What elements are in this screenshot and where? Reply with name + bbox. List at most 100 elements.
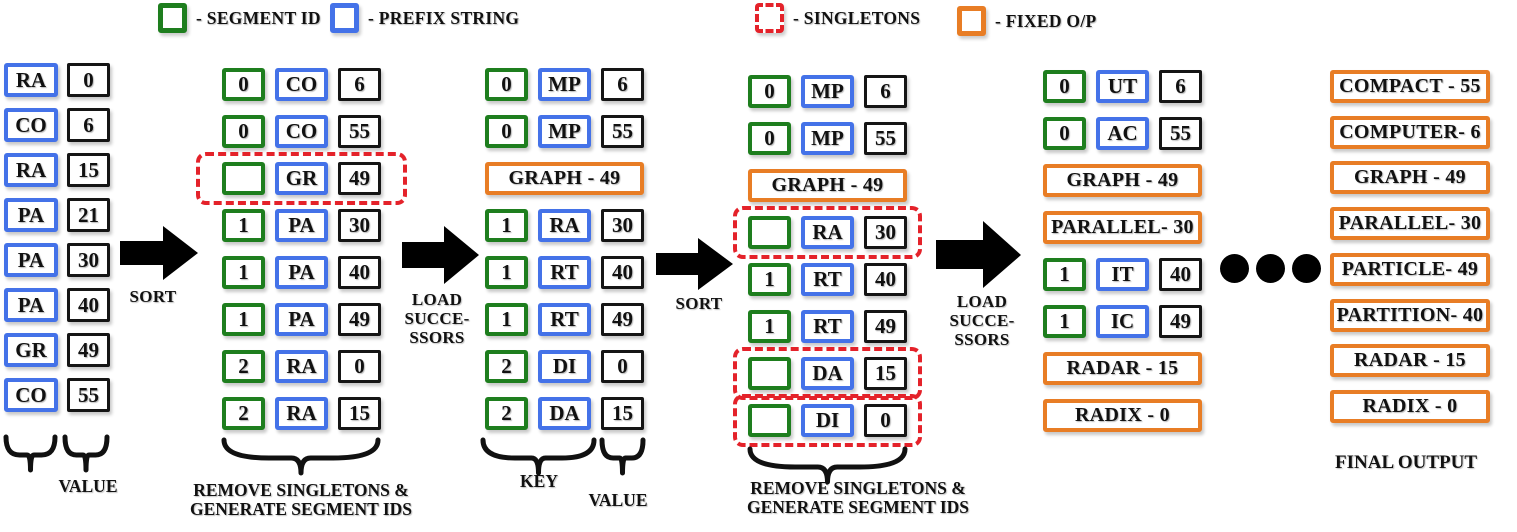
- fixed-output-box: GRAPH - 49: [485, 162, 644, 195]
- segment-id-box: 0: [222, 115, 265, 148]
- prefix-string-box: CO: [275, 68, 328, 101]
- singleton-box: [733, 347, 922, 400]
- prefix-string-box: GR: [4, 333, 58, 367]
- legend-item-prefix-string: - PREFIX STRING: [330, 3, 519, 33]
- value-box: 55: [1159, 117, 1202, 150]
- value-box: 0: [67, 63, 110, 97]
- fixed-output-box: GRAPH - 49: [1043, 164, 1202, 197]
- value-box: 49: [864, 310, 907, 343]
- prefix-string-box: PA: [4, 243, 58, 277]
- brace-icon: [221, 437, 381, 476]
- caption-final-output: FINAL OUTPUT: [1335, 452, 1477, 473]
- prefix-string-box: PA: [4, 198, 58, 232]
- value-box: 55: [864, 122, 907, 155]
- fixed-output-box: PARALLEL- 30: [1330, 207, 1490, 240]
- ellipsis-dot-icon: [1220, 254, 1249, 283]
- segment-id-box: [222, 162, 265, 195]
- fixed-output-box: COMPACT - 55: [1330, 70, 1490, 103]
- fixed-output-box: RADAR - 15: [1330, 344, 1490, 377]
- segment-id-box: 1: [485, 303, 528, 336]
- segment-id-box: 1: [1043, 305, 1086, 338]
- value-box: 15: [338, 397, 381, 430]
- value-box: 40: [338, 256, 381, 289]
- prefix-string-box: DI: [801, 404, 854, 437]
- value-box: 6: [601, 68, 644, 101]
- segment-id-box: 1: [748, 263, 791, 296]
- arrow-label-line: SORT: [675, 294, 723, 313]
- prefix-string-box: UT: [1096, 70, 1149, 103]
- fixed-output-box: GRAPH - 49: [748, 169, 907, 202]
- caption-line: GENERATE SEGMENT IDS: [746, 497, 970, 517]
- prefix-string-box: MP: [801, 75, 854, 108]
- prefix-string-box: PA: [275, 256, 328, 289]
- fixed-output-box: PARALLEL- 30: [1043, 211, 1202, 244]
- value-box: 40: [1159, 258, 1202, 291]
- prefix-string-box: AC: [1096, 117, 1149, 150]
- segment-id-box: 2: [485, 397, 528, 430]
- arrow-label-line: SSORS: [409, 328, 465, 347]
- prefix-string-swatch-icon: [330, 3, 359, 33]
- segment-id-box: [748, 357, 791, 390]
- legend-item-segment-id: - SEGMENT ID: [158, 3, 321, 33]
- value-box: 55: [67, 378, 110, 412]
- prefix-string-box: RT: [801, 310, 854, 343]
- segment-id-box: 0: [748, 122, 791, 155]
- caption-stage4: REMOVE SINGLETONS & GENERATE SEGMENT IDS: [747, 479, 969, 517]
- prefix-string-box: CO: [275, 115, 328, 148]
- prefix-string-box: RT: [538, 256, 591, 289]
- prefix-string-box: PA: [275, 209, 328, 242]
- value-box: 30: [601, 209, 644, 242]
- value-box: 55: [601, 115, 644, 148]
- load-successors-arrow-icon: [936, 221, 1021, 288]
- prefix-string-box: MP: [538, 68, 591, 101]
- segment-id-box: 2: [222, 350, 265, 383]
- prefix-string-box: RA: [801, 216, 854, 249]
- value-box: 40: [864, 263, 907, 296]
- value-box: 15: [601, 397, 644, 430]
- prefix-string-box: MP: [538, 115, 591, 148]
- prefix-string-box: PA: [275, 303, 328, 336]
- segment-id-box: 1: [748, 310, 791, 343]
- singleton-box: [196, 152, 407, 205]
- value-box: 6: [338, 68, 381, 101]
- brace-icon: [62, 434, 110, 473]
- segment-id-box: [748, 216, 791, 249]
- value-box: 55: [338, 115, 381, 148]
- prefix-string-box: IC: [1096, 305, 1149, 338]
- segment-id-box: 0: [1043, 70, 1086, 103]
- fixed-output-box: RADIX - 0: [1330, 390, 1490, 423]
- segment-id-box: 1: [222, 209, 265, 242]
- singletons-swatch-icon: [755, 3, 784, 33]
- caption-line: REMOVE SINGLETONS &: [193, 480, 409, 500]
- singleton-box: [733, 206, 922, 259]
- legend-item-fixed-output: - FIXED O/P: [957, 6, 1097, 36]
- value-box: 49: [1159, 305, 1202, 338]
- value-box: 30: [67, 243, 110, 277]
- brace-icon: [3, 434, 58, 473]
- prefix-string-box: RA: [4, 63, 58, 97]
- value-box: 15: [864, 357, 907, 390]
- value-box: 40: [67, 288, 110, 322]
- ellipsis-dot-icon: [1256, 254, 1285, 283]
- caption-stage3-value: VALUE: [588, 490, 648, 510]
- arrow-label-line: SSORS: [954, 330, 1010, 349]
- arrow-label-sort-2: SORT: [676, 294, 723, 313]
- segment-id-box: 0: [748, 75, 791, 108]
- fixed-output-box: PARTITION- 40: [1330, 299, 1490, 332]
- sort-arrow-icon: [656, 238, 733, 290]
- prefix-string-box: DA: [538, 397, 591, 430]
- sort-arrow-icon: [120, 226, 198, 280]
- caption-input-value: VALUE: [58, 476, 118, 496]
- legend-label: - PREFIX STRING: [368, 7, 520, 28]
- value-box: 21: [67, 198, 110, 232]
- caption-line: GENERATE SEGMENT IDS: [189, 499, 413, 519]
- value-box: 6: [67, 108, 110, 142]
- load-successors-arrow-icon: [402, 226, 479, 284]
- segment-id-box: 0: [1043, 117, 1086, 150]
- arrow-label-line: SORT: [129, 287, 177, 306]
- prefix-string-box: MP: [801, 122, 854, 155]
- segment-id-box: 0: [222, 68, 265, 101]
- segment-id-box: 1: [485, 256, 528, 289]
- arrow-label-line: LOAD: [956, 292, 1008, 311]
